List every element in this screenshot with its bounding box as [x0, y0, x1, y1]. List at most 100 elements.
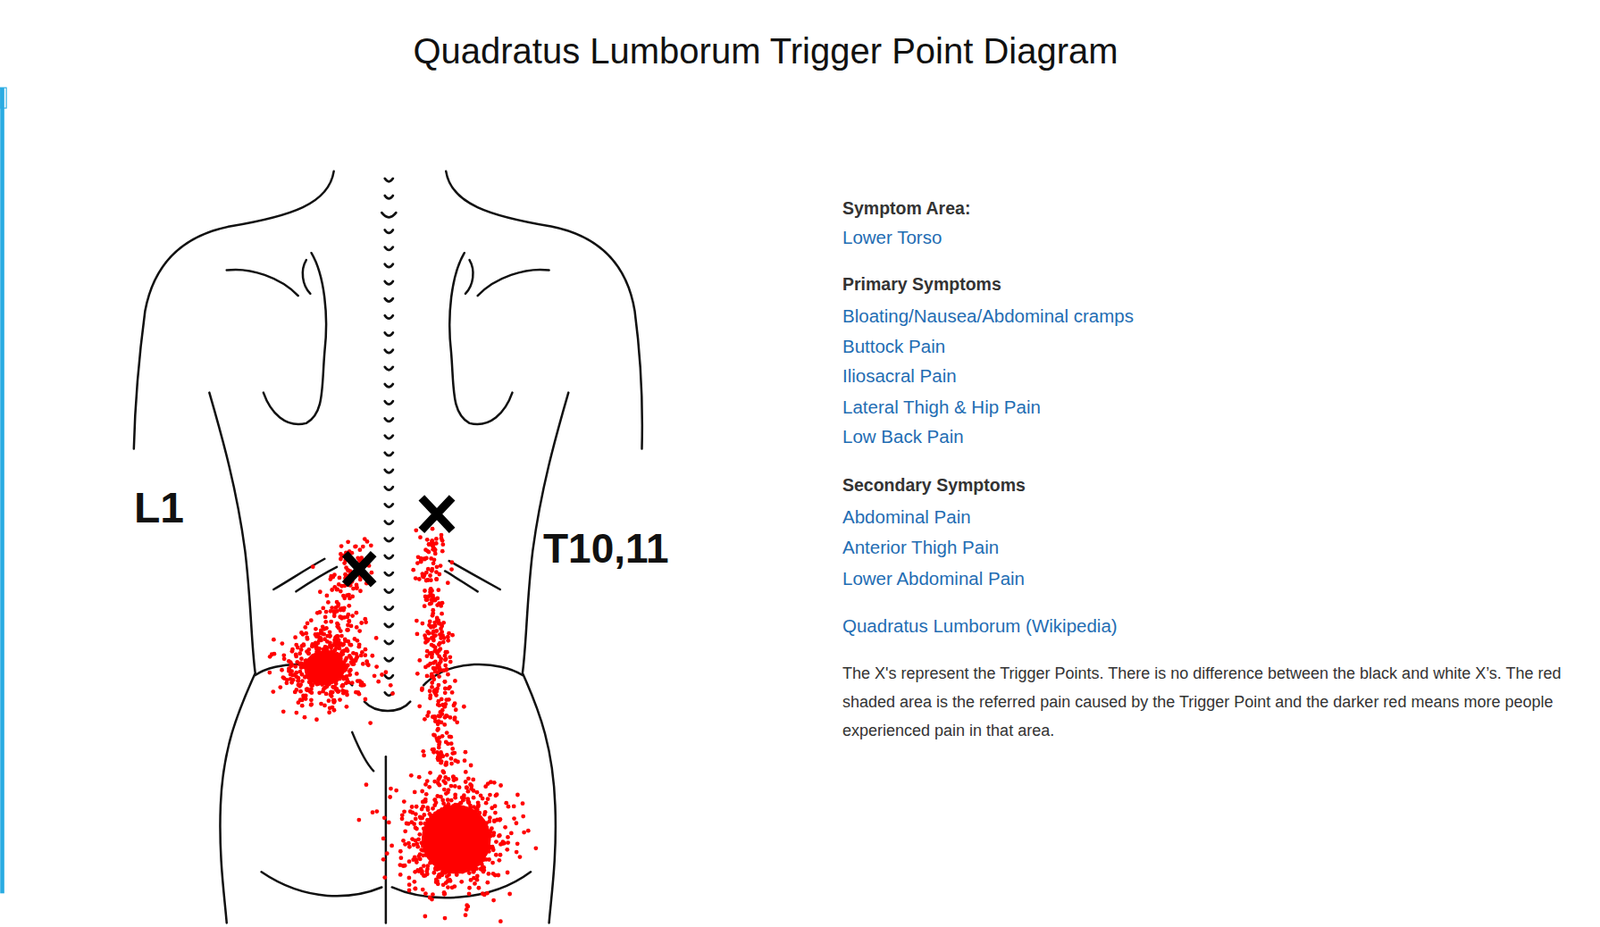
- pain-dot: [448, 660, 453, 665]
- pain-dot: [425, 653, 430, 659]
- pain-dot: [281, 653, 286, 658]
- pain-dot: [465, 820, 470, 826]
- pain-dot: [400, 816, 405, 821]
- pain-dot: [322, 686, 327, 691]
- pain-dot: [434, 577, 439, 582]
- pain-dot: [438, 854, 444, 859]
- pain-dot: [347, 596, 352, 602]
- pain-dot: [363, 619, 369, 625]
- pain-dot: [425, 713, 430, 719]
- pain-dot: [334, 681, 339, 687]
- pain-dot: [469, 812, 475, 818]
- pain-dot: [313, 627, 319, 632]
- pain-dot: [357, 643, 362, 648]
- pain-dot: [472, 849, 478, 855]
- pain-dot: [350, 613, 355, 619]
- pain-dot: [291, 678, 296, 683]
- pain-dot: [445, 802, 451, 807]
- symptom-link: Anterior Thigh Pain: [842, 536, 999, 560]
- pain-dot: [340, 652, 345, 657]
- pain-dot: [428, 813, 434, 819]
- pain-dot: [329, 694, 335, 699]
- pain-dot: [467, 845, 472, 850]
- pain-dot: [418, 857, 423, 863]
- pain-dot: [426, 663, 431, 669]
- pain-dot: [492, 819, 497, 824]
- pain-dot: [412, 790, 418, 796]
- pain-dot: [417, 577, 422, 582]
- pain-dot: [368, 570, 374, 576]
- pain-dot: [341, 675, 346, 680]
- pain-dot: [445, 846, 451, 852]
- pain-dot: [445, 790, 451, 796]
- pain-dot: [443, 880, 449, 886]
- pain-dot: [498, 919, 503, 924]
- pain-dot: [301, 642, 306, 647]
- pain-dot: [407, 845, 412, 850]
- pain-dot: [425, 863, 430, 869]
- pain-dot: [420, 804, 426, 810]
- pain-dot: [412, 887, 418, 892]
- pain-dot: [354, 585, 360, 590]
- pain-dot: [314, 634, 319, 639]
- pain-dot: [419, 687, 425, 693]
- pain-dot: [407, 888, 412, 894]
- pain-dot: [407, 859, 412, 864]
- pain-dot: [434, 860, 439, 865]
- pain-dot: [293, 711, 299, 716]
- pain-dot: [443, 854, 448, 859]
- pain-dot: [309, 618, 314, 623]
- pain-dot: [393, 788, 399, 794]
- pain-dot: [293, 664, 298, 670]
- pain-dot: [318, 610, 323, 615]
- vertebra-mark: [385, 195, 394, 199]
- pain-dot: [415, 671, 420, 677]
- pain-dot: [434, 536, 439, 542]
- pain-dot: [464, 903, 470, 908]
- pain-dot: [443, 740, 449, 746]
- pain-dot: [422, 717, 428, 722]
- pain-dot: [498, 853, 503, 858]
- pain-dot: [398, 855, 403, 861]
- pain-dot: [435, 750, 440, 755]
- vertebra-mark: [381, 212, 396, 218]
- pain-dot: [293, 687, 299, 693]
- pain-dot: [431, 871, 436, 876]
- pain-dot: [436, 713, 442, 719]
- pain-dot: [302, 715, 308, 721]
- pain-dot: [477, 837, 483, 843]
- pain-dot: [359, 620, 364, 626]
- pain-dot: [383, 670, 388, 675]
- pain-dot: [410, 837, 415, 842]
- pain-dot: [381, 857, 386, 863]
- pain-dot: [339, 615, 344, 620]
- pain-dot: [429, 685, 435, 690]
- pain-dot: [352, 636, 358, 642]
- pain-dot: [369, 653, 375, 659]
- pain-dot: [470, 777, 476, 782]
- vertebra-mark: [385, 555, 394, 559]
- pain-dot: [463, 779, 469, 785]
- pain-dot: [439, 753, 444, 758]
- pain-dot: [346, 603, 352, 609]
- pain-dot: [520, 814, 526, 820]
- pain-dot: [402, 809, 407, 814]
- pain-dot: [344, 628, 350, 633]
- pain-dot: [417, 703, 422, 709]
- pain-dot: [466, 776, 471, 781]
- pain-dot: [421, 575, 427, 580]
- section-heading: Symptom Area:: [842, 198, 971, 219]
- pain-dot: [433, 867, 438, 872]
- pain-dot: [419, 789, 425, 795]
- pain-dot: [305, 621, 310, 627]
- pain-dot: [332, 699, 337, 704]
- pain-dot: [443, 762, 448, 768]
- pain-dot: [424, 869, 429, 874]
- pain-dot: [387, 795, 393, 800]
- pain-dot: [452, 701, 458, 706]
- pain-dot: [327, 629, 333, 635]
- pain-dot: [436, 719, 442, 724]
- pain-dot: [300, 703, 305, 709]
- pain-dot: [425, 849, 430, 855]
- pain-dot: [327, 634, 333, 639]
